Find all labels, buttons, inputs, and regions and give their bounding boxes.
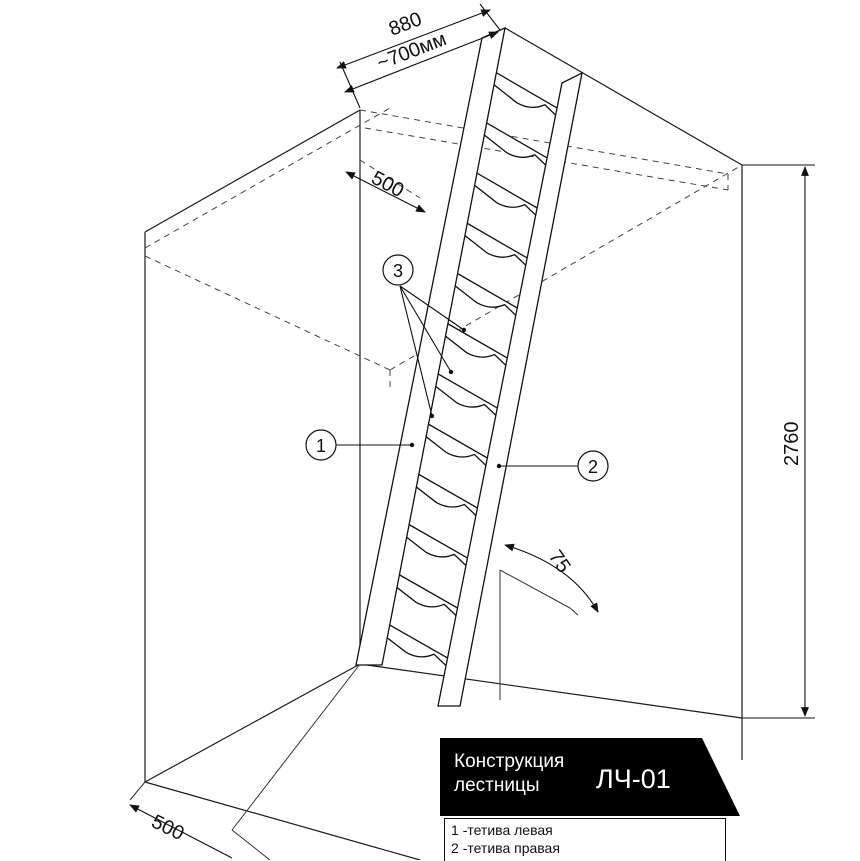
dim-500-top-label: 500 (368, 167, 408, 202)
step-8 (416, 416, 497, 477)
callout-steps: 3 (382, 254, 467, 419)
title-block-legend: 1 -тетива левая 2 -тетива правая (444, 818, 726, 861)
step-2 (476, 116, 558, 177)
stringer-left (355, 26, 506, 666)
title-block: Конструкция лестницы ЛЧ-01 1 -тетива лев… (440, 738, 740, 861)
callout-stringer-right: 2 (496, 450, 609, 482)
dimension-depth-top: 500 (345, 167, 426, 213)
dimension-depth-bottom: 500 (129, 804, 233, 859)
dim-700-label: ~700мм (374, 28, 450, 75)
dimension-height: 2760 (742, 164, 815, 719)
callout-3-label: 3 (393, 261, 403, 281)
step-11 (385, 566, 467, 627)
step-10 (396, 516, 477, 577)
title-block-header (440, 738, 740, 816)
callout-stringer-left: 1 (305, 429, 415, 461)
legend-item-1-text: -тетива левая (462, 822, 553, 838)
title-name-line2: лестницы (454, 775, 540, 796)
dimension-angle: 75 (504, 543, 599, 613)
step-3 (466, 166, 547, 227)
title-block-name: Конструкция лестницы (454, 750, 564, 798)
callout-2-label: 2 (588, 457, 598, 477)
step-7 (426, 366, 507, 427)
step-5 (446, 266, 527, 327)
legend-item-2: 2 -тетива правая (451, 840, 560, 856)
step-12 (375, 616, 457, 677)
step-1 (486, 66, 568, 127)
step-4 (456, 216, 537, 277)
steps (375, 66, 568, 677)
step-9 (406, 466, 487, 527)
legend-item-2-text: -тетива правая (462, 840, 560, 856)
dim-75-label: 75 (544, 546, 575, 577)
legend-item-1-num: 1 (451, 822, 459, 838)
stringer-right (437, 71, 583, 707)
dim-500-bottom-label: 500 (148, 811, 188, 845)
legend-item-2-num: 2 (451, 840, 459, 856)
title-name-line1: Конструкция (454, 751, 565, 772)
dim-2760-label: 2760 (781, 422, 803, 467)
callout-1-label: 1 (316, 436, 326, 456)
legend-item-1: 1 -тетива левая (451, 822, 553, 838)
step-6 (436, 316, 517, 377)
staircase (355, 26, 583, 707)
title-block-code: ЛЧ-01 (596, 764, 671, 794)
